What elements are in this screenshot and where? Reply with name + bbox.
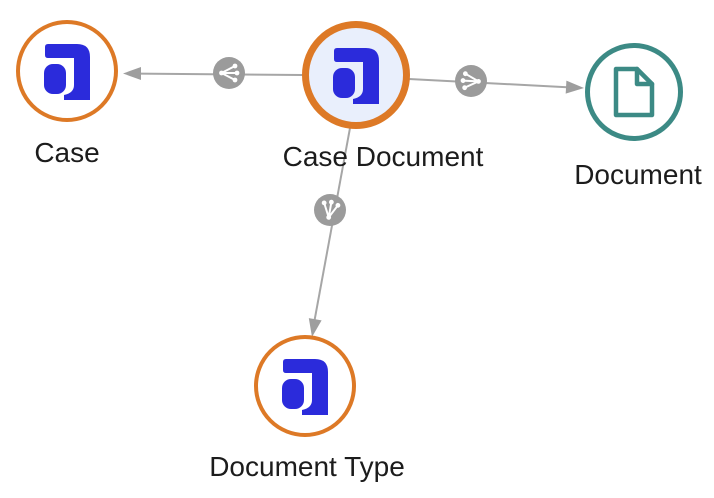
node-label-document: Document — [574, 159, 702, 190]
node-label-case: Case — [34, 137, 100, 168]
relationship-badge[interactable] — [213, 57, 245, 89]
node-document[interactable] — [585, 43, 683, 141]
edge-case-document-to-document — [408, 65, 584, 97]
document-icon — [611, 66, 657, 118]
letter-a-icon — [44, 43, 90, 100]
edge-case-document-to-case — [123, 57, 303, 89]
arrowhead-icon — [123, 67, 141, 80]
edge-line — [408, 78, 568, 89]
node-case-document[interactable] — [302, 21, 410, 129]
arrowhead-icon — [308, 318, 322, 337]
letter-a-icon — [282, 358, 328, 415]
node-label-case-document: Case Document — [282, 141, 484, 172]
relationship-badge[interactable] — [314, 194, 346, 226]
letter-a-icon — [333, 47, 379, 104]
node-label-document-type: Document Type — [209, 451, 405, 482]
arrowhead-icon — [565, 80, 584, 94]
edge-case-document-to-document-type — [308, 127, 351, 337]
node-document-type[interactable] — [254, 335, 356, 437]
relationship-badge[interactable] — [455, 65, 487, 97]
node-case[interactable] — [16, 20, 118, 122]
